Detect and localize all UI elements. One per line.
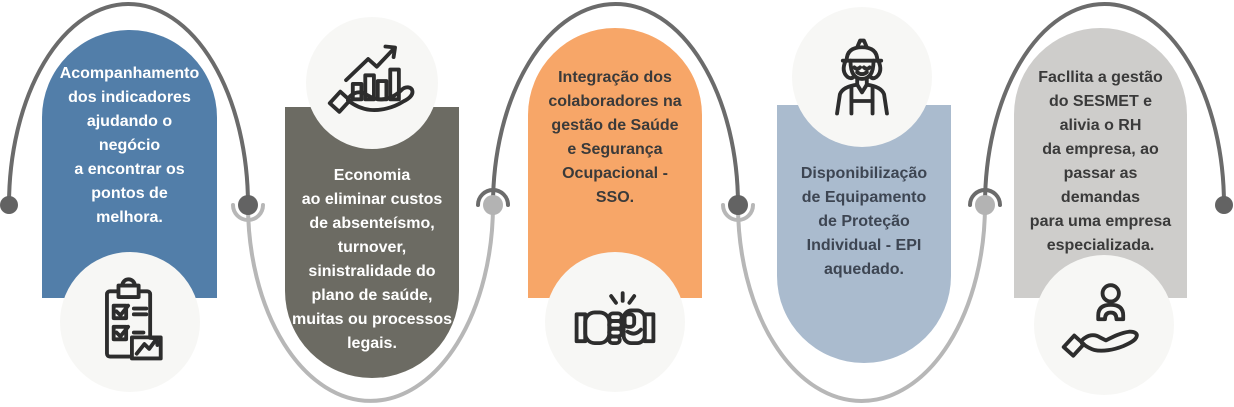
connector-hook-4 <box>968 188 1002 207</box>
card-sesmet-text: Facllita a gestão do SESMET e alivia o R… <box>1029 69 1172 254</box>
connector-dot-1 <box>238 195 258 215</box>
icon-circle-epi <box>792 7 932 147</box>
connector-dot-2 <box>483 195 503 215</box>
card-indicadores-text: Acompanhamento dos indicadores ajudando … <box>59 65 200 226</box>
icon-circle-sesmet <box>1034 255 1174 395</box>
icon-circle-indicadores <box>60 252 200 392</box>
connector-arc-under-card2 <box>246 203 495 403</box>
card-epi: Disponibilização de Equipamento de Prote… <box>777 105 951 363</box>
fist-bump-icon <box>574 291 656 346</box>
connector-dot-right-edge <box>1215 196 1233 214</box>
card-epi-text: Disponibilização de Equipamento de Prote… <box>800 165 928 278</box>
connector-arc-under-card4 <box>736 203 987 403</box>
connector-dot-4 <box>975 195 995 215</box>
connector-hook-2 <box>476 188 510 207</box>
card-sesmet: Facllita a gestão do SESMET e alivia o R… <box>1014 28 1187 298</box>
card-integracao-text: Integração dos colaboradores na gestão d… <box>548 69 682 206</box>
worker-helmet-icon <box>835 38 889 116</box>
icon-circle-integracao <box>545 252 685 392</box>
card-integracao: Integração dos colaboradores na gestão d… <box>528 28 702 298</box>
connector-arc-over-card3 <box>491 2 740 207</box>
icon-circle-economia <box>306 17 438 149</box>
connector-arc-over-card5 <box>983 2 1226 207</box>
connector-arc-over-card1 <box>7 2 250 207</box>
clipboard-checklist-icon <box>105 277 163 361</box>
connector-cup-3 <box>721 203 755 222</box>
connector-dot-3 <box>728 195 748 215</box>
card-indicadores: Acompanhamento dos indicadores ajudando … <box>42 30 217 298</box>
connector-cup-1 <box>231 203 265 222</box>
connector-dot-left-edge <box>0 196 18 214</box>
card-economia: Economia ao eliminar custos de absenteís… <box>285 107 459 378</box>
hand-person-icon <box>1061 283 1139 358</box>
card-economia-text: Economia ao eliminar custos de absenteís… <box>291 167 453 352</box>
hand-bar-chart-icon <box>327 44 415 114</box>
